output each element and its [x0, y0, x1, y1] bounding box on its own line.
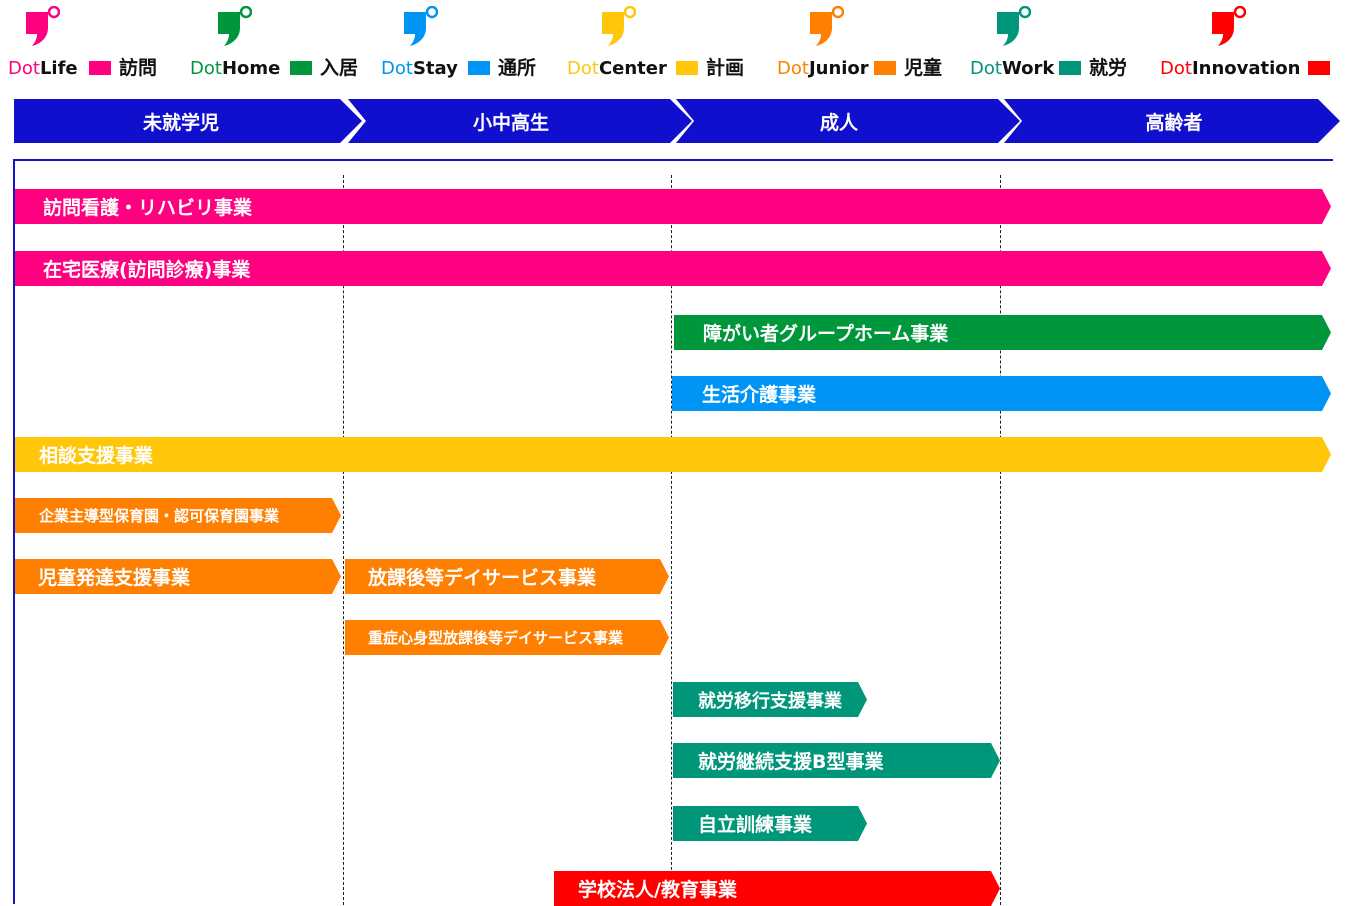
- service-bar-severe-after-school: 重症心身型放課後等デイサービス事業: [345, 620, 669, 655]
- service-label: 在宅医療(訪問診療)事業: [43, 259, 251, 281]
- stage-divider: [1000, 175, 1001, 905]
- brand-tag: 就労: [1089, 57, 1128, 79]
- brand-name: DotLife: [8, 58, 78, 79]
- color-swatch: [1308, 61, 1330, 75]
- service-bar-employment-transition: 就労移行支援事業: [673, 682, 867, 717]
- brand-name: DotStay: [381, 58, 458, 79]
- color-swatch: [290, 61, 312, 75]
- brand-tag: 計画: [706, 57, 745, 79]
- brand-tag: 訪問: [119, 57, 158, 79]
- speech-bubble-logo-icon: [216, 6, 252, 46]
- legend-item-dotlife: DotLife 訪問: [0, 6, 180, 86]
- stage-elderly: 高齢者: [1145, 111, 1203, 134]
- service-label: 自立訓練事業: [698, 814, 813, 836]
- service-bar-school-education: 学校法人/教育事業: [554, 871, 1000, 906]
- service-label: 障がい者グループホーム事業: [703, 323, 949, 345]
- color-swatch: [874, 61, 896, 75]
- brand-name: DotCenter: [567, 58, 667, 79]
- service-bar-nursery: 企業主導型保育園・認可保育園事業: [15, 498, 341, 533]
- stage-chevrons: [14, 99, 1340, 143]
- brand-name: DotJunior: [777, 58, 869, 79]
- brand-name: DotWork: [970, 58, 1055, 79]
- services-frame: [13, 159, 1333, 904]
- service-bar-after-school: 放課後等デイサービス事業: [345, 559, 669, 594]
- service-label: 訪問看護・リハビリ事業: [43, 197, 253, 219]
- legend-item-dothome: DotHome 入居: [188, 6, 368, 86]
- legend-item-dotinnovation: DotInnovation: [1158, 6, 1344, 86]
- legend-item-dotcenter: DotCenter 計画: [566, 6, 766, 86]
- speech-bubble-logo-icon: [808, 6, 844, 46]
- service-label: 就労継続支援B型事業: [698, 751, 884, 773]
- legend-item-dotwork: DotWork 就労: [969, 6, 1149, 86]
- speech-bubble-logo-icon: [1210, 6, 1246, 46]
- stage-preschool: 未就学児: [142, 111, 219, 134]
- service-label: 就労移行支援事業: [698, 690, 842, 712]
- color-swatch: [89, 61, 111, 75]
- brand-tag: 児童: [904, 57, 943, 79]
- brand-name: DotHome: [190, 58, 281, 79]
- service-bar-child-development: 児童発達支援事業: [15, 559, 341, 594]
- service-label: 児童発達支援事業: [38, 567, 191, 589]
- service-label: 放課後等デイサービス事業: [368, 567, 597, 589]
- speech-bubble-logo-icon: [402, 6, 438, 46]
- service-label: 相談支援事業: [39, 445, 154, 467]
- service-bar-independence-training: 自立訓練事業: [673, 806, 867, 841]
- service-bar-home-medical: 在宅医療(訪問診療)事業: [15, 251, 1331, 286]
- stage-school-age: 小中高生: [472, 111, 549, 134]
- color-swatch: [468, 61, 490, 75]
- service-bar-employment-b: 就労継続支援B型事業: [673, 743, 1000, 778]
- service-label: 生活介護事業: [702, 384, 817, 406]
- stage-divider: [343, 175, 344, 905]
- service-label: 重症心身型放課後等デイサービス事業: [368, 629, 624, 647]
- stage-divider: [671, 175, 672, 905]
- service-bar-group-home: 障がい者グループホーム事業: [674, 315, 1331, 350]
- legend-item-dotjunior: DotJunior 児童: [776, 6, 966, 86]
- brand-name: DotInnovation: [1160, 58, 1301, 79]
- brand-tag: 入居: [320, 57, 359, 79]
- color-swatch: [676, 61, 698, 75]
- brand-legend: DotLife 訪問 DotHome 入居 DotStay 通所 DotCent…: [0, 0, 1345, 90]
- service-label: 企業主導型保育園・認可保育園事業: [39, 507, 280, 525]
- speech-bubble-logo-icon: [600, 6, 636, 46]
- stage-adult: 成人: [819, 111, 858, 134]
- service-label: 学校法人/教育事業: [578, 879, 737, 901]
- life-stage-header: 未就学児 小中高生 成人 高齢者: [0, 99, 1345, 143]
- service-bar-daily-care: 生活介護事業: [672, 376, 1331, 411]
- speech-bubble-logo-icon: [995, 6, 1031, 46]
- color-swatch: [1059, 61, 1081, 75]
- legend-item-dotstay: DotStay 通所: [380, 6, 560, 86]
- speech-bubble-logo-icon: [24, 6, 60, 46]
- brand-tag: 通所: [498, 57, 537, 79]
- service-bar-consultation: 相談支援事業: [15, 437, 1331, 472]
- service-bar-home-nursing: 訪問看護・リハビリ事業: [15, 189, 1331, 224]
